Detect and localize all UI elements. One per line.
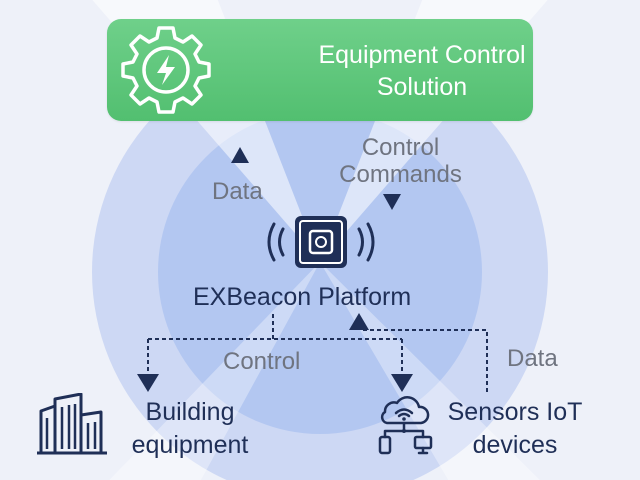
control-label: Control xyxy=(223,348,301,375)
arrow-down-building xyxy=(137,374,159,392)
data-label-right: Data xyxy=(507,345,558,372)
gear-lightning-icon xyxy=(121,26,211,114)
control-commands-label: Control Commands xyxy=(339,134,462,188)
sensors-label: Sensors IoT devices xyxy=(447,398,583,459)
data-label-up: Data xyxy=(212,178,263,205)
connector-control xyxy=(147,314,403,374)
arrow-up-data xyxy=(231,147,249,163)
cloud-wifi-devices-icon xyxy=(378,396,433,455)
arrow-down-commands xyxy=(383,194,401,210)
arrow-down-cloud xyxy=(391,374,413,392)
ray-bottom-right xyxy=(320,262,540,480)
platform-label: EXBeacon Platform xyxy=(193,283,412,311)
beacon-icon xyxy=(267,216,375,268)
banner-title: Equipment Control Solution xyxy=(318,41,526,101)
arrow-up-platform xyxy=(349,313,369,330)
building-label: Building equipment xyxy=(131,398,249,459)
solution-banner: Equipment Control Solution xyxy=(107,19,533,121)
building-icon xyxy=(37,393,107,455)
ray-bottom-left xyxy=(109,262,320,480)
